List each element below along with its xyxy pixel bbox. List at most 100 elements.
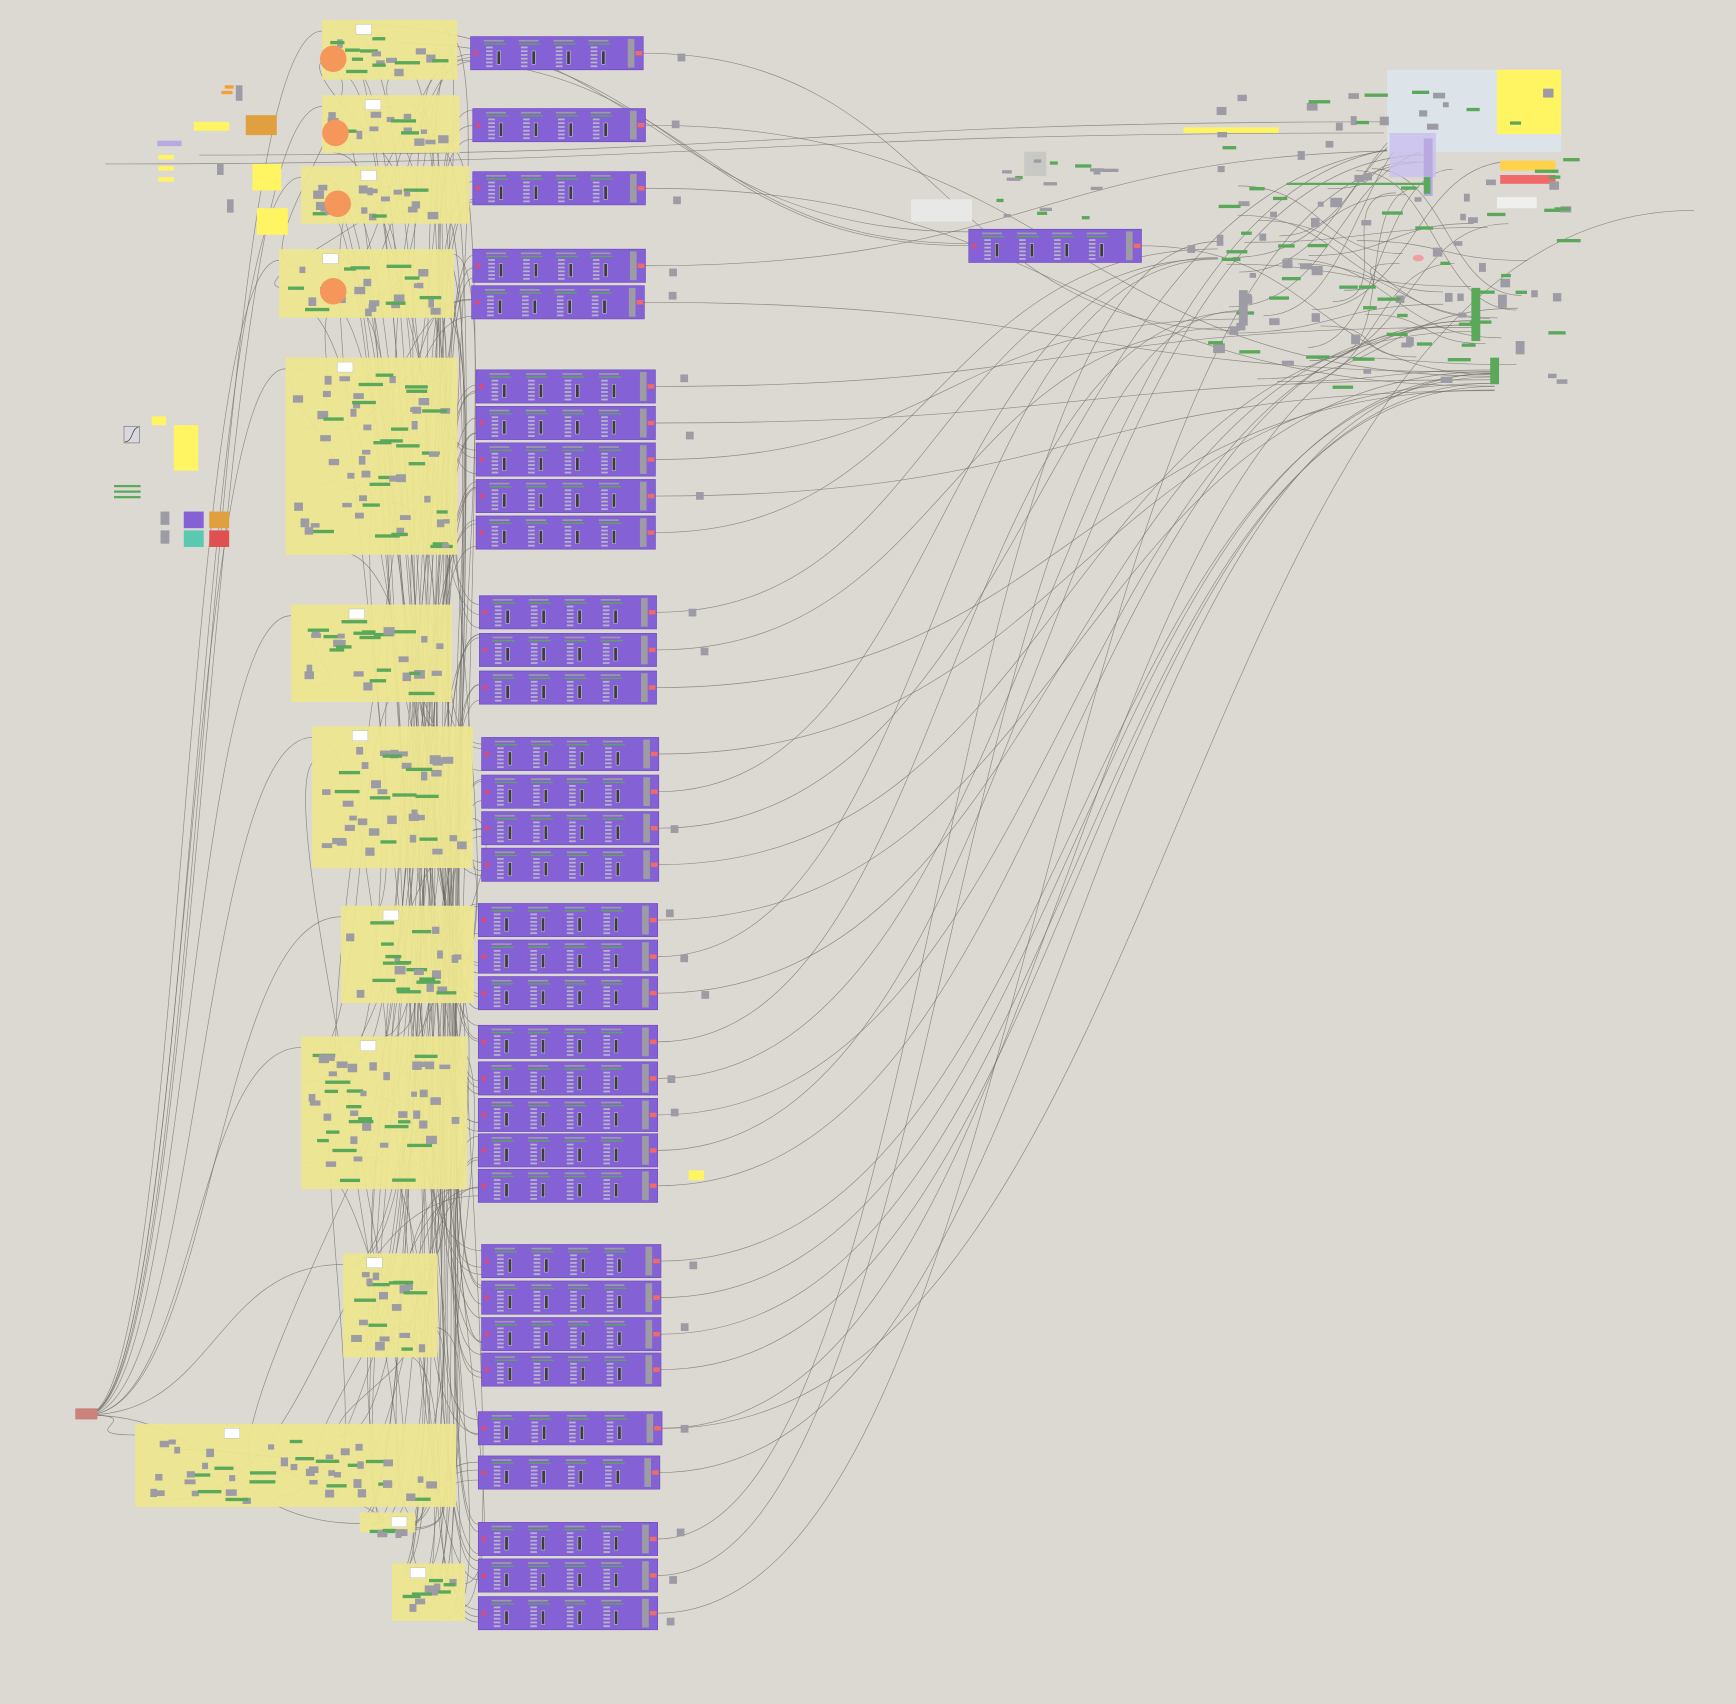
component-node[interactable] bbox=[1471, 287, 1481, 342]
component-node[interactable] bbox=[1187, 245, 1196, 253]
component-node[interactable] bbox=[403, 127, 413, 135]
component-node[interactable] bbox=[377, 1529, 388, 1538]
cluster-component[interactable] bbox=[475, 479, 656, 513]
component-node[interactable] bbox=[369, 300, 380, 307]
component-node[interactable] bbox=[353, 402, 361, 409]
component-node[interactable] bbox=[1426, 123, 1439, 130]
component-node[interactable] bbox=[328, 458, 340, 466]
component-node[interactable] bbox=[337, 633, 345, 639]
number-slider[interactable] bbox=[225, 1497, 249, 1502]
component-node[interactable] bbox=[1406, 337, 1414, 347]
number-slider[interactable] bbox=[1477, 290, 1495, 294]
component-node[interactable] bbox=[416, 814, 425, 821]
component-node[interactable] bbox=[362, 449, 371, 455]
component-node[interactable] bbox=[1496, 197, 1537, 209]
component-node[interactable] bbox=[671, 120, 680, 129]
component-node[interactable] bbox=[202, 1462, 209, 1470]
number-slider[interactable] bbox=[1352, 357, 1375, 361]
component-node[interactable] bbox=[349, 815, 357, 821]
component-node[interactable] bbox=[689, 1261, 698, 1270]
cluster-component[interactable] bbox=[481, 1244, 662, 1279]
component-node[interactable] bbox=[677, 53, 686, 62]
number-slider[interactable] bbox=[422, 409, 448, 413]
component-node[interactable] bbox=[1281, 360, 1294, 366]
component-node[interactable] bbox=[413, 1110, 421, 1119]
number-slider[interactable] bbox=[395, 961, 412, 965]
component-node[interactable] bbox=[221, 90, 233, 95]
number-slider[interactable] bbox=[378, 475, 400, 480]
component-node[interactable] bbox=[1325, 140, 1334, 148]
number-slider[interactable] bbox=[406, 1497, 431, 1501]
component-node[interactable] bbox=[365, 308, 372, 317]
component-node[interactable] bbox=[361, 762, 369, 769]
component-node[interactable] bbox=[688, 608, 697, 617]
component-node[interactable] bbox=[442, 756, 454, 764]
component-node[interactable] bbox=[292, 395, 304, 403]
component-node[interactable] bbox=[378, 1291, 388, 1300]
number-slider[interactable] bbox=[249, 1471, 277, 1475]
component-node[interactable] bbox=[1458, 312, 1467, 318]
number-slider[interactable] bbox=[1381, 211, 1403, 215]
number-slider[interactable] bbox=[1556, 238, 1581, 243]
component-node[interactable] bbox=[235, 85, 243, 101]
component-node[interactable] bbox=[346, 933, 355, 942]
number-slider[interactable] bbox=[350, 266, 370, 270]
component-node[interactable] bbox=[75, 1408, 98, 1420]
component-node[interactable] bbox=[383, 1459, 393, 1467]
number-slider[interactable] bbox=[1510, 121, 1522, 125]
number-slider[interactable] bbox=[391, 119, 417, 123]
component-node[interactable] bbox=[334, 1472, 341, 1478]
number-slider[interactable] bbox=[415, 794, 439, 799]
cluster-component[interactable] bbox=[479, 633, 657, 667]
component-node[interactable] bbox=[114, 490, 141, 493]
component-node[interactable] bbox=[1423, 138, 1433, 197]
component-node[interactable] bbox=[1457, 293, 1464, 301]
cluster-component[interactable] bbox=[479, 670, 657, 705]
component-node[interactable] bbox=[449, 835, 458, 842]
number-slider[interactable] bbox=[307, 628, 329, 632]
component-node[interactable] bbox=[339, 640, 346, 649]
number-slider[interactable] bbox=[426, 1590, 451, 1594]
number-slider[interactable] bbox=[372, 37, 386, 41]
cluster-body[interactable] bbox=[472, 171, 646, 206]
component-node[interactable] bbox=[436, 643, 444, 650]
component-node[interactable] bbox=[338, 838, 347, 844]
component-node[interactable] bbox=[309, 1100, 321, 1106]
component-node[interactable] bbox=[413, 283, 421, 288]
component-node[interactable] bbox=[186, 1471, 195, 1478]
number-slider[interactable] bbox=[419, 977, 436, 981]
component-node[interactable] bbox=[1444, 292, 1453, 302]
number-slider[interactable] bbox=[1548, 175, 1561, 179]
component-node[interactable] bbox=[1101, 168, 1119, 173]
component-node[interactable] bbox=[325, 1161, 337, 1167]
number-slider[interactable] bbox=[323, 634, 338, 639]
number-slider[interactable] bbox=[419, 295, 442, 300]
component-node[interactable] bbox=[443, 519, 450, 524]
component-node[interactable] bbox=[1361, 220, 1372, 226]
cluster-component[interactable] bbox=[477, 1024, 658, 1059]
number-slider[interactable] bbox=[390, 630, 416, 634]
component-node[interactable] bbox=[376, 60, 385, 66]
node-group[interactable] bbox=[341, 905, 474, 1004]
component-node[interactable] bbox=[184, 1479, 196, 1485]
component-node[interactable] bbox=[402, 672, 412, 682]
number-slider[interactable] bbox=[391, 532, 408, 537]
number-slider[interactable] bbox=[1461, 343, 1476, 347]
component-node[interactable] bbox=[369, 1062, 377, 1071]
number-slider[interactable] bbox=[443, 1583, 456, 1587]
number-slider[interactable] bbox=[1221, 257, 1241, 262]
component-node[interactable] bbox=[438, 135, 449, 144]
cluster-body[interactable] bbox=[477, 1455, 661, 1490]
component-node[interactable] bbox=[420, 771, 428, 781]
number-slider[interactable] bbox=[347, 1463, 363, 1467]
component-node[interactable] bbox=[209, 530, 230, 547]
cluster-component[interactable] bbox=[481, 811, 660, 846]
component-node[interactable] bbox=[225, 1489, 237, 1496]
component-node[interactable] bbox=[193, 121, 230, 131]
component-node[interactable] bbox=[308, 1094, 316, 1102]
number-slider[interactable] bbox=[1241, 231, 1252, 235]
component-node[interactable] bbox=[1237, 94, 1247, 102]
component-node[interactable] bbox=[1002, 170, 1012, 174]
component-node[interactable] bbox=[411, 201, 421, 209]
number-slider[interactable] bbox=[369, 796, 391, 800]
